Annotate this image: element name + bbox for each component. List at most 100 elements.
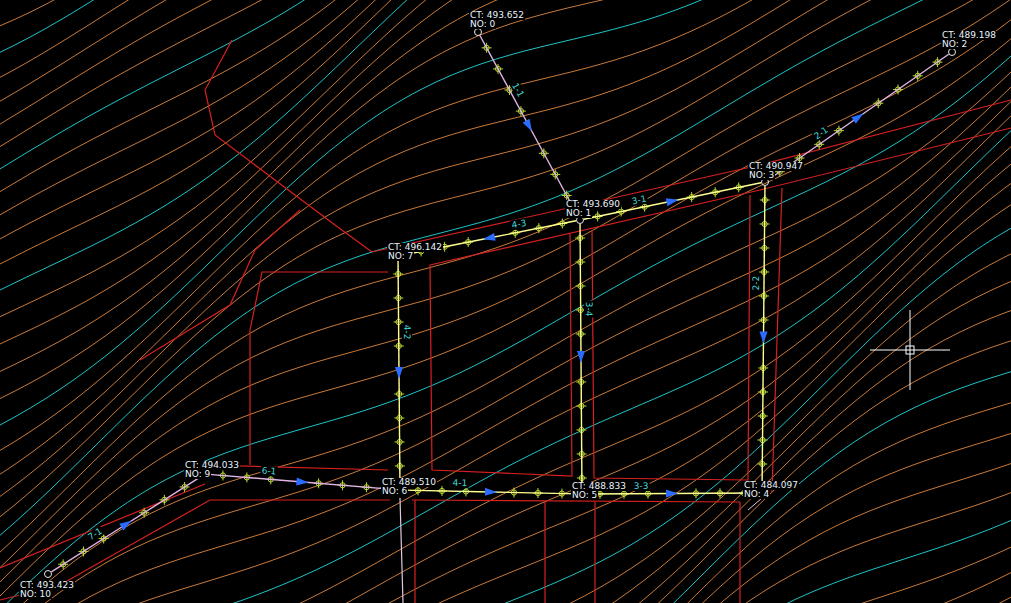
manhole-number: NO: 6 xyxy=(381,487,408,496)
parcel-boundary xyxy=(430,128,1011,265)
contour-line xyxy=(0,167,1011,603)
contour-line xyxy=(0,0,1011,297)
elevation-label: CT: 493.423 xyxy=(19,581,75,590)
outgoing-pipe xyxy=(748,498,762,510)
pipe-label: 3-3 xyxy=(633,481,650,491)
elevation-label: CT: 494.033 xyxy=(184,461,240,470)
manhole: CT: 494.033NO: 9 xyxy=(201,470,209,478)
pipe xyxy=(768,54,948,179)
pipe xyxy=(586,492,758,494)
elevation-label: CT: 490.947 xyxy=(748,162,804,171)
parcel-boundary xyxy=(250,272,388,465)
manhole-number: NO: 1 xyxy=(565,209,592,218)
parcel-boundary xyxy=(414,500,415,603)
contour-line xyxy=(0,71,1011,603)
contour-line xyxy=(0,488,1011,603)
contour-line xyxy=(0,92,1011,603)
contour-line xyxy=(0,257,1011,603)
contour-line xyxy=(0,0,1011,559)
parcel-boundary xyxy=(372,100,1011,252)
pipes xyxy=(51,36,948,572)
contour-line xyxy=(0,0,1011,454)
pipe-label: 3-4 xyxy=(584,301,594,318)
contour-line xyxy=(0,0,1011,228)
manhole: CT: 484.097NO: 4 xyxy=(758,489,766,497)
contour-line xyxy=(0,196,1011,603)
manhole-number: NO: 5 xyxy=(571,491,598,500)
manhole-number: NO: 7 xyxy=(387,252,414,261)
contour-line xyxy=(0,0,1011,158)
parcel-boundaries xyxy=(0,40,1011,603)
parcel-boundary xyxy=(594,502,595,603)
contour-line xyxy=(0,140,1011,603)
manhole: CT: 488.833NO: 5 xyxy=(578,490,586,498)
pipe xyxy=(762,186,765,489)
contour-line xyxy=(0,437,1011,603)
manhole: CT: 490.947NO: 3 xyxy=(761,178,769,186)
manhole-number: NO: 9 xyxy=(184,470,211,479)
elevation-label: CT: 493.652 xyxy=(469,11,525,20)
contour-line xyxy=(0,0,1011,182)
pipe xyxy=(404,490,578,494)
pipe xyxy=(398,260,400,486)
contour-line xyxy=(0,36,1011,603)
parcel-boundary xyxy=(140,210,300,360)
pipe-label: 4-2 xyxy=(402,324,412,341)
parcel-boundary xyxy=(0,500,390,600)
contour-line xyxy=(0,0,1011,509)
manhole: CT: 493.690NO: 1 xyxy=(576,216,584,224)
parcel-boundary xyxy=(430,234,572,476)
contour-line xyxy=(0,53,1011,603)
elevation-label: CT: 496.142 xyxy=(387,243,443,252)
contour-line xyxy=(0,0,1011,482)
elevation-label: CT: 484.097 xyxy=(743,481,799,490)
contour-line xyxy=(0,0,1011,47)
parcel-boundary xyxy=(0,484,205,568)
manhole-number: NO: 3 xyxy=(748,171,775,180)
contour-line xyxy=(0,0,1011,133)
cad-cursor xyxy=(870,310,950,390)
contour-line xyxy=(0,0,1011,106)
manhole: CT: 493.652NO: 0 xyxy=(474,28,482,36)
contour-line xyxy=(0,115,1011,603)
pipe-label: 6-1 xyxy=(261,466,278,477)
manhole: CT: 496.142NO: 7 xyxy=(394,252,402,260)
contour-line xyxy=(0,463,1011,603)
parcel-boundary xyxy=(772,188,782,492)
manhole-number: NO: 0 xyxy=(469,20,496,29)
contour-line xyxy=(0,536,1011,603)
contour-line xyxy=(0,0,1011,77)
contour-line xyxy=(0,6,1011,603)
contour-line xyxy=(0,226,1011,603)
elevation-label: CT: 489.510 xyxy=(381,478,437,487)
elevation-label: CT: 493.690 xyxy=(565,200,621,209)
manhole: CT: 489.510NO: 6 xyxy=(396,486,404,494)
outgoing-pipe xyxy=(400,498,403,603)
contour-line xyxy=(0,0,1011,346)
elevation-label: CT: 488.833 xyxy=(571,482,627,491)
contour-line xyxy=(0,351,1011,603)
pipe xyxy=(209,474,396,489)
contour-line xyxy=(0,583,1011,603)
pipe xyxy=(580,224,582,490)
pipe-label: 4-3 xyxy=(510,217,528,230)
parcel-boundary xyxy=(592,195,750,480)
pipe-label: 4-1 xyxy=(451,478,468,488)
manhole: CT: 489.198NO: 2 xyxy=(948,48,956,56)
contour-line xyxy=(0,0,1011,273)
contour-line xyxy=(0,289,1011,603)
contour-line xyxy=(0,0,1011,399)
pipe xyxy=(480,36,578,217)
pipe-label: 2-2 xyxy=(751,274,761,291)
parcel-boundary xyxy=(544,502,545,603)
contour-line xyxy=(0,0,1011,535)
contour-line xyxy=(0,512,1011,603)
manhole-number: NO: 10 xyxy=(19,590,52,599)
pipe-vertex-marks xyxy=(58,43,942,570)
contour-line xyxy=(0,559,1011,603)
elevation-label: CT: 489.198 xyxy=(941,31,997,40)
pipe xyxy=(51,476,201,572)
